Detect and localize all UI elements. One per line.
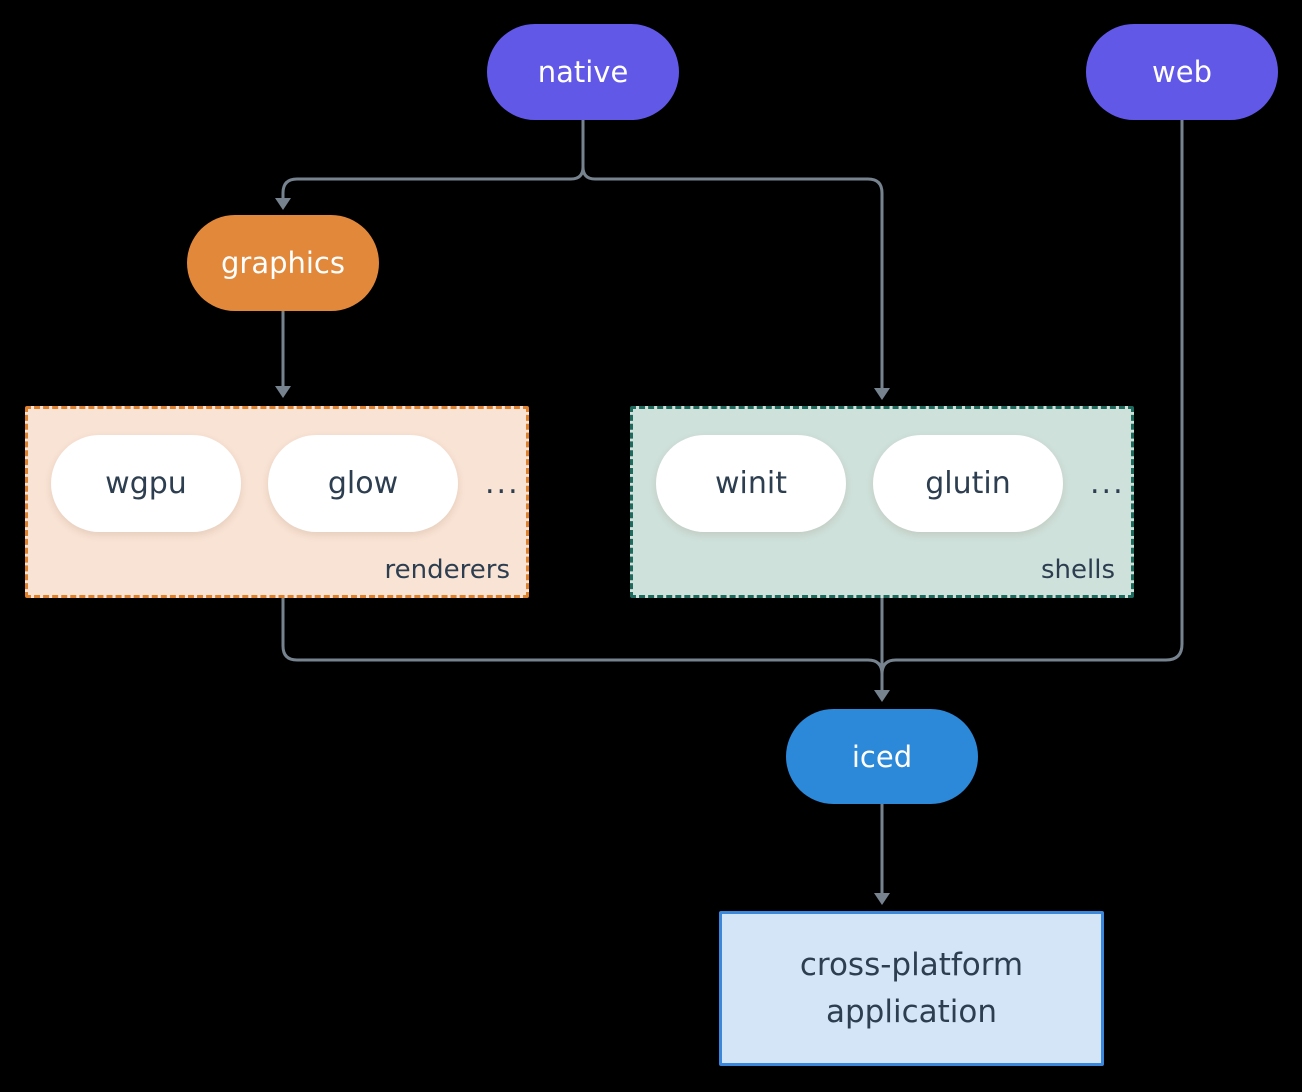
arrowhead-application <box>874 893 890 905</box>
node-glutin-label: glutin <box>925 466 1011 501</box>
edge-web-iced <box>880 120 1184 675</box>
arrowhead-shells <box>874 388 890 400</box>
shells-row: winit glutin ... <box>633 409 1131 532</box>
shells-group-label: shells <box>1040 555 1115 585</box>
renderers-ellipsis: ... <box>485 466 520 501</box>
node-winit-label: winit <box>715 466 787 501</box>
shells-ellipsis: ... <box>1090 466 1125 501</box>
node-winit: winit <box>656 435 846 532</box>
group-shells: winit glutin ... shells <box>630 406 1134 598</box>
node-glutin: glutin <box>873 435 1063 532</box>
node-iced: iced <box>786 709 978 804</box>
arrowhead-renderers <box>275 386 291 398</box>
edge-native-graphics <box>281 120 585 200</box>
node-glow-label: glow <box>327 466 399 501</box>
edge-renderers-iced <box>281 598 884 675</box>
node-wgpu-label: wgpu <box>105 466 187 501</box>
node-glow: glow <box>268 435 458 532</box>
node-wgpu: wgpu <box>51 435 241 532</box>
arrowhead-graphics <box>275 198 291 210</box>
renderers-row: wgpu glow ... <box>28 409 526 532</box>
node-application-label: cross-platform application <box>799 947 1024 1030</box>
arrowhead-iced <box>874 690 890 702</box>
node-iced-label: iced <box>851 739 913 774</box>
edge-native-shells <box>581 120 884 390</box>
node-application: cross-platform application <box>719 911 1104 1066</box>
node-native: native <box>487 24 679 120</box>
node-native-label: native <box>537 55 629 89</box>
node-web: web <box>1086 24 1278 120</box>
renderers-group-label: renderers <box>384 555 510 585</box>
node-graphics-label: graphics <box>220 246 345 280</box>
node-web-label: web <box>1152 55 1212 89</box>
node-graphics: graphics <box>187 215 379 311</box>
group-renderers: wgpu glow ... renderers <box>25 406 529 598</box>
